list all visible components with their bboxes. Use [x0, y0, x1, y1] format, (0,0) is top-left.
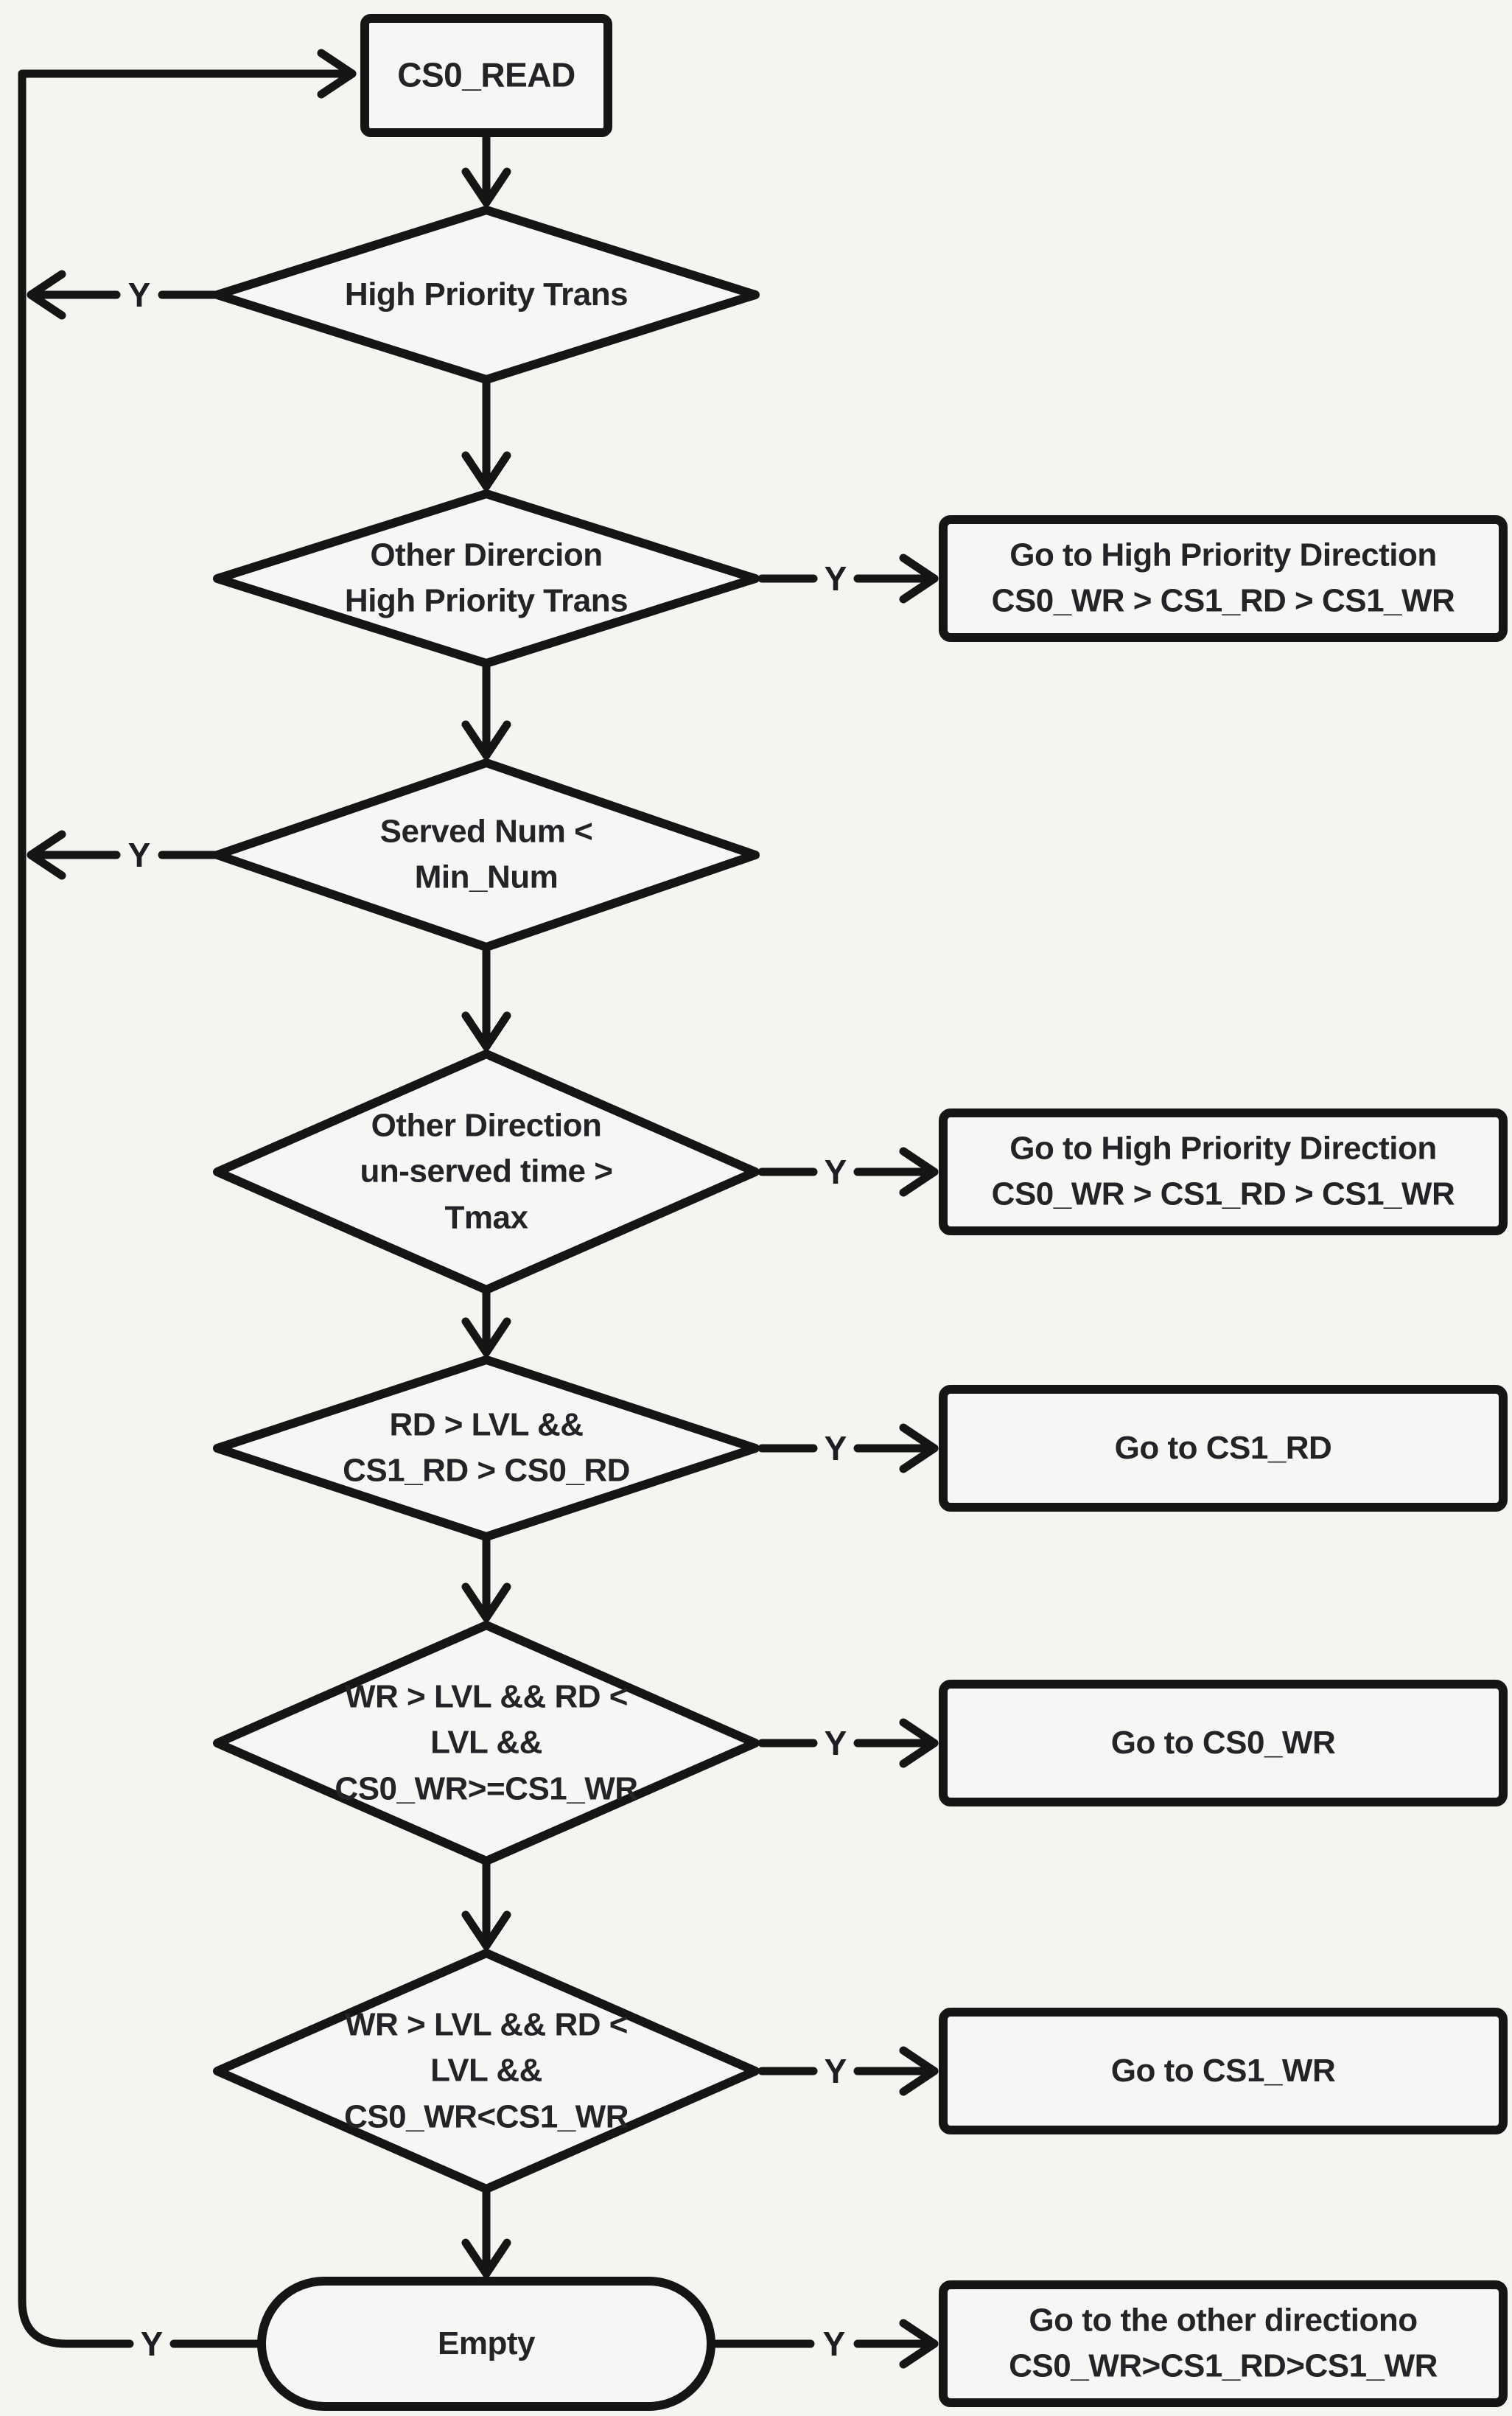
yes-label-empty-right: Y — [822, 2325, 846, 2363]
action-go-high-priority-2-label: Go to High Priority Direction CS0_WR > C… — [991, 1130, 1455, 1212]
decision-rd-lvl-label: RD > LVL && CS1_RD > CS0_RD — [343, 1406, 630, 1489]
action-go-cs0-wr-label: Go to CS0_WR — [1110, 1724, 1336, 1761]
yes-label-empty-left: Y — [140, 2325, 164, 2363]
yes-label-d1: Y — [127, 276, 151, 314]
action-box-go-other-direction — [939, 2280, 1508, 2407]
action-box-go-high-priority-1 — [939, 515, 1508, 642]
yes-label-d2: Y — [824, 559, 847, 598]
action-box-go-cs1-rd — [939, 1385, 1508, 1512]
terminator-empty-label: Empty — [438, 2325, 535, 2361]
yes-label-d3: Y — [127, 836, 151, 874]
action-go-cs1-rd-label: Go to CS1_RD — [1114, 1429, 1332, 1466]
action-box-go-cs0-wr — [939, 1680, 1508, 1806]
loop-return-line — [18, 49, 357, 2348]
action-box-go-cs1-wr — [939, 2008, 1508, 2134]
action-go-cs1-wr-label: Go to CS1_WR — [1110, 2052, 1336, 2089]
decision-wr-lvl-cs1-label: WR > LVL && RD < LVL && CS0_WR<CS1_WR — [344, 2006, 629, 2135]
action-go-other-direction-label: Go to the other directiono CS0_WR>CS1_RD… — [1009, 2302, 1438, 2384]
yes-label-d7: Y — [824, 2052, 847, 2090]
yes-label-d5: Y — [824, 1429, 847, 1467]
yes-label-d6: Y — [824, 1724, 847, 1762]
decision-unserved-time-label: Other Direction un-served time > Tmax — [360, 1107, 613, 1236]
action-box-go-high-priority-2 — [939, 1109, 1508, 1235]
decision-other-direction-label: Other Dirercion High Priority Trans — [344, 537, 629, 619]
yes-label-d4: Y — [824, 1153, 847, 1191]
action-go-high-priority-1-label: Go to High Priority Direction CS0_WR > C… — [991, 537, 1455, 619]
decision-high-priority-label: High Priority Trans — [344, 276, 629, 313]
decision-wr-lvl-cs0-label: WR > LVL && RD < LVL && CS0_WR>=CS1_WR — [335, 1678, 638, 1807]
decision-served-num-label: Served Num < Min_Num — [379, 813, 593, 895]
start-box-label: CS0_READ — [397, 55, 575, 94]
